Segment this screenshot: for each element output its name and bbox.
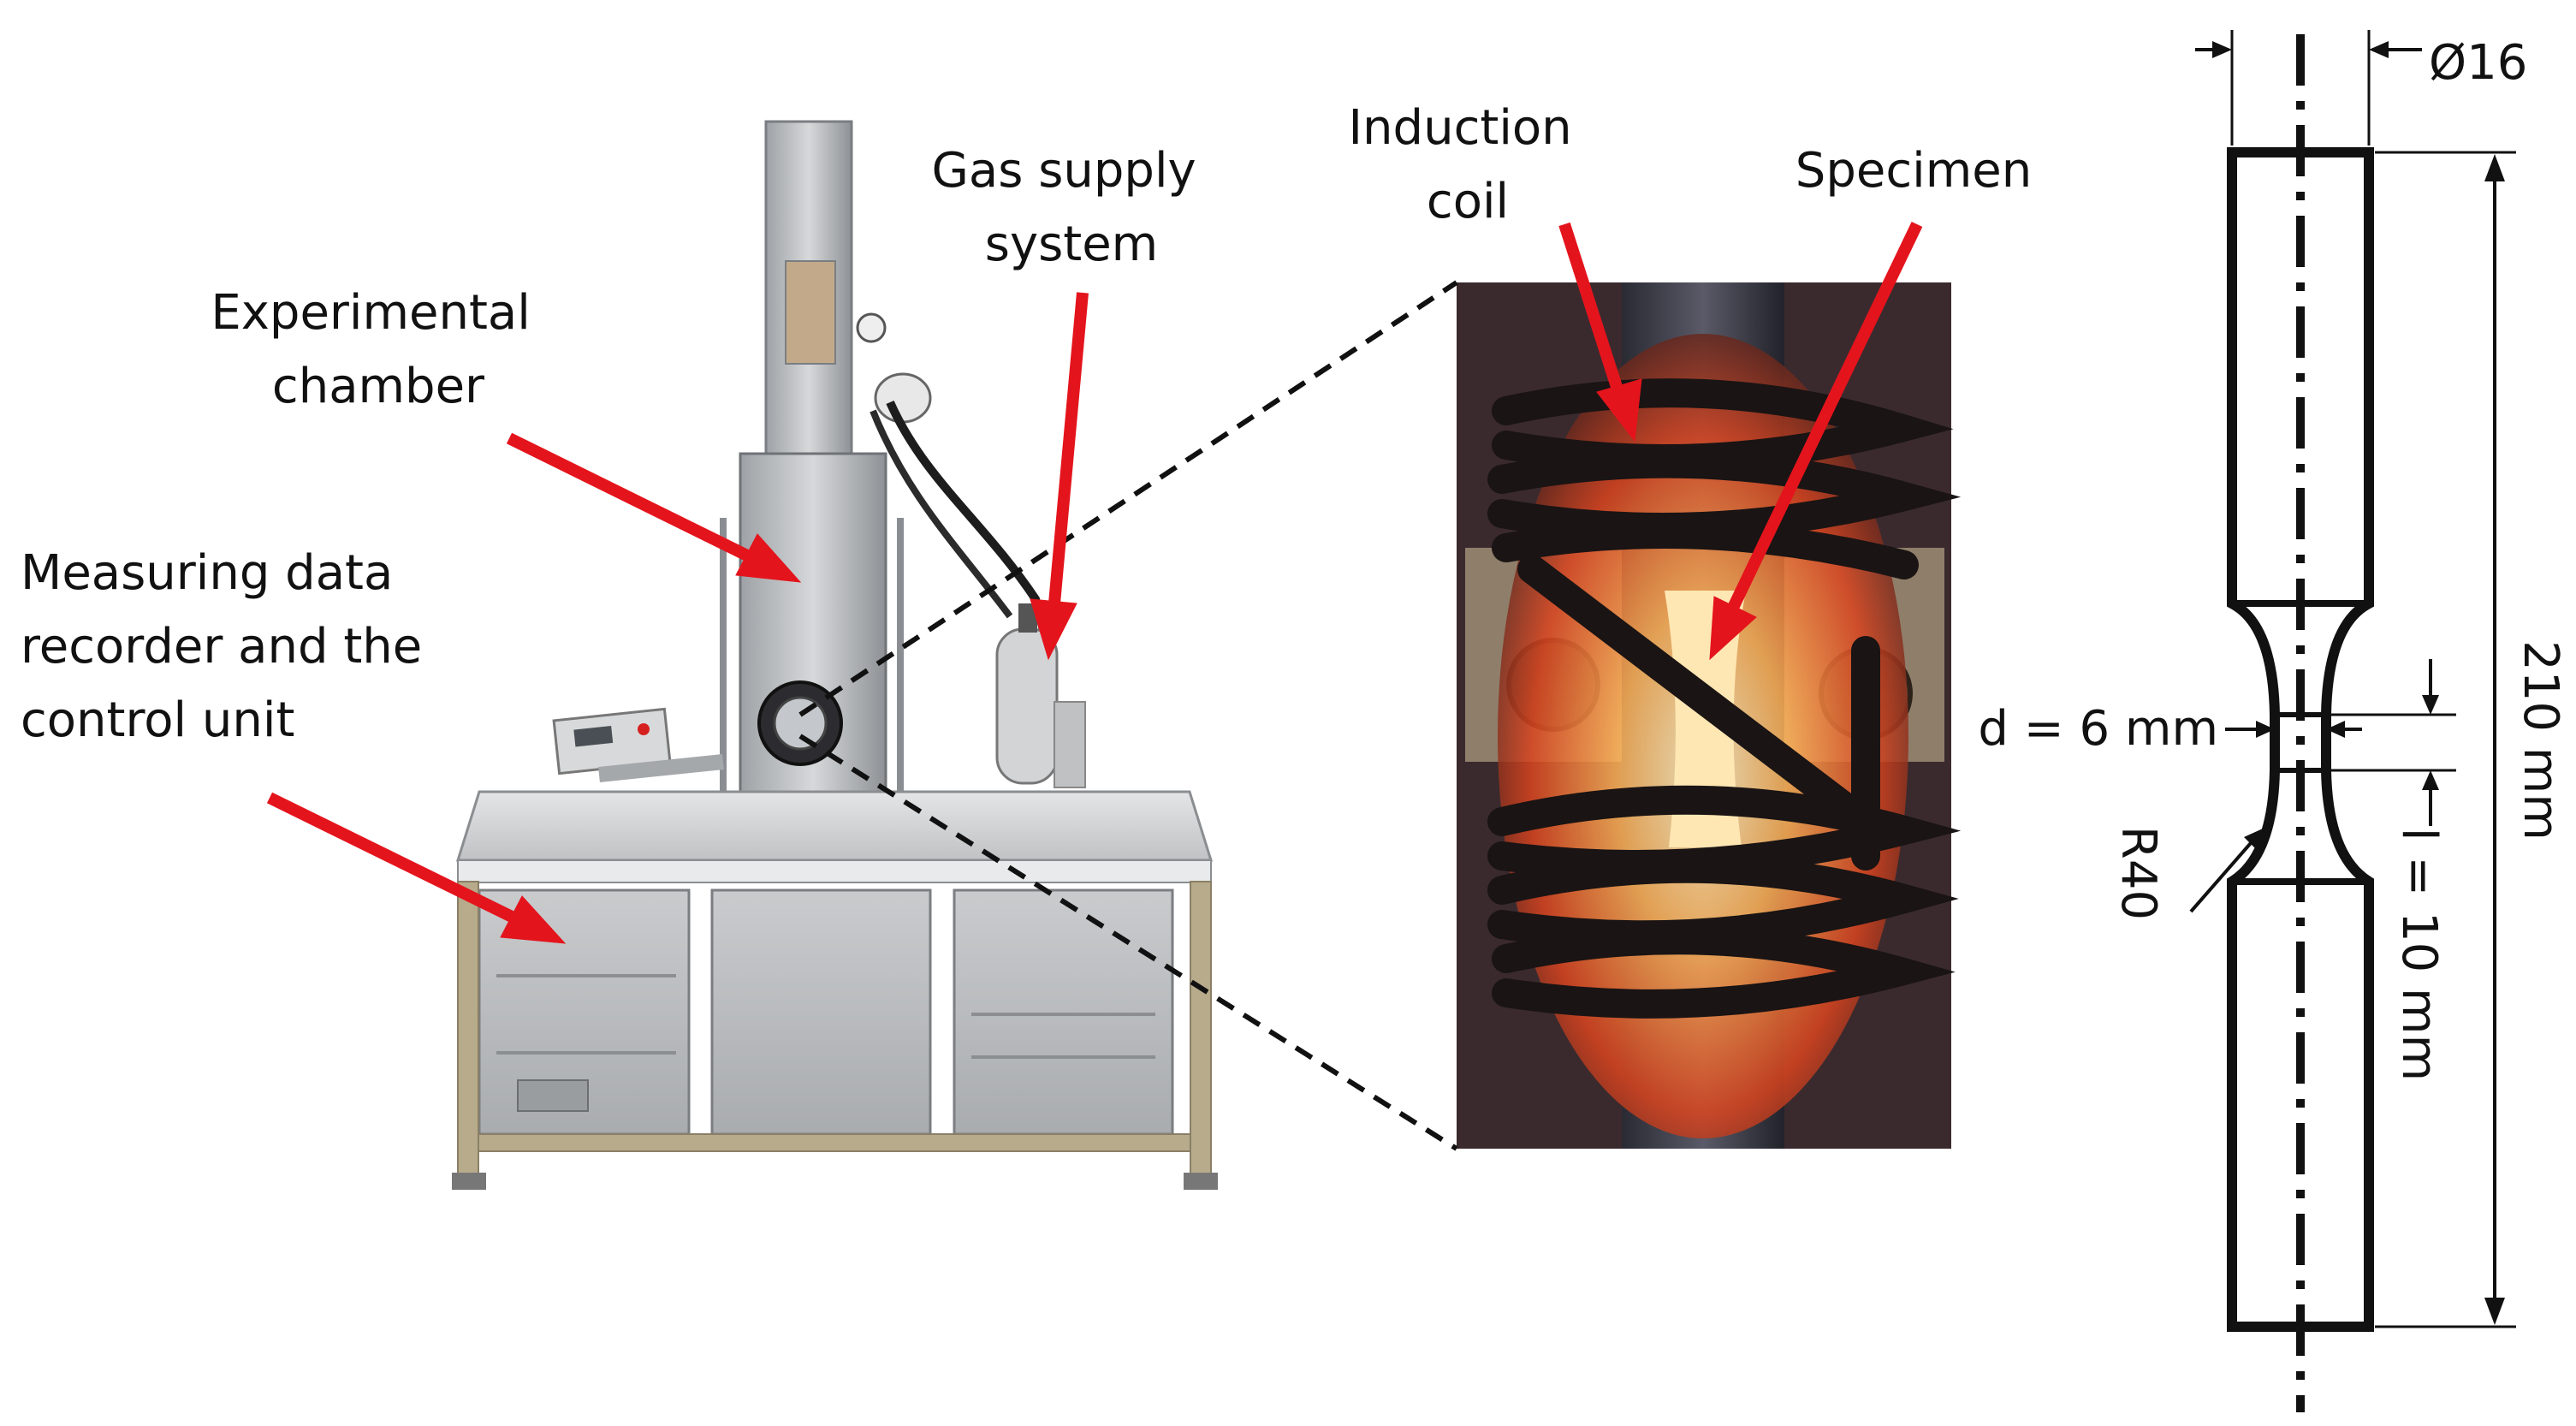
dim-label-neck: d = 6 mm [1978,701,2218,757]
label-gas-supply: Gas supply system [932,143,1212,272]
machine-illustration [452,120,1218,1190]
arrow-specimen [1709,221,1923,661]
table-frame-bottom [457,1133,1212,1152]
dim-label-length: 210 mm [2513,640,2568,841]
dim-length-head-top [2484,154,2505,181]
gas-bottle-valve [1018,603,1037,633]
zoom-line-top [798,280,1458,717]
arrow-control-unit [266,792,567,944]
zoom-line-bottom [798,734,1458,1151]
callout-arrows [266,221,1923,944]
control-unit-button [638,723,650,735]
label-induction-coil: Induction coil [1349,100,1588,229]
table-top [455,790,1214,862]
arrow-induction-coil [1558,222,1642,443]
gas-hose [886,400,1053,652]
inset-photo [1457,282,1962,1149]
coil-turns [1487,378,1962,1019]
control-unit-display [573,725,614,747]
label-experimental-chamber: Experimental chamber [211,285,545,414]
specimen-drawing [2189,30,2516,1412]
table-edge [457,859,1212,883]
cabinet-right [953,888,1174,1136]
dim-arrowhead-right [2369,41,2389,58]
dim-gauge-head-bottom [2422,770,2439,790]
dim-gauge-head-top [2422,695,2439,715]
label-specimen: Specimen [1795,143,2032,199]
dim-neck-head [2256,721,2275,738]
dim-arrowhead-left [2212,41,2232,58]
arrow-gas-supply [1030,292,1089,661]
chamber-window [773,696,828,751]
dim-label-diameter: Ø16 [2429,35,2527,91]
table-foot-left [452,1173,486,1190]
dim-label-gauge: l = 10 mm [2391,828,2447,1081]
control-arm [598,754,724,782]
pressure-gauge [856,312,887,343]
experimental-chamber-body [739,452,887,858]
table-leg-left [457,881,479,1182]
label-measuring-unit: Measuring data recorder and the control … [21,545,437,748]
dim-radius-leader [2189,835,2258,913]
dim-radius-head [2244,829,2263,849]
table-foot-right [1184,1173,1218,1190]
dim-length-head-bottom [2484,1298,2505,1325]
dim-neck-head-right [2326,721,2345,738]
gas-hose-2 [870,409,1013,619]
cabinet-middle [710,888,932,1136]
specimen-outline [2227,147,2374,1332]
table-leg-right [1190,881,1212,1182]
dim-label-radius: R40 [2110,826,2166,920]
cabinet-vent [517,1079,589,1112]
gas-reservoir [874,372,932,424]
column-bracket [785,260,836,365]
bottle-bracket [1054,701,1086,788]
arrow-experimental-chamber [506,432,802,583]
